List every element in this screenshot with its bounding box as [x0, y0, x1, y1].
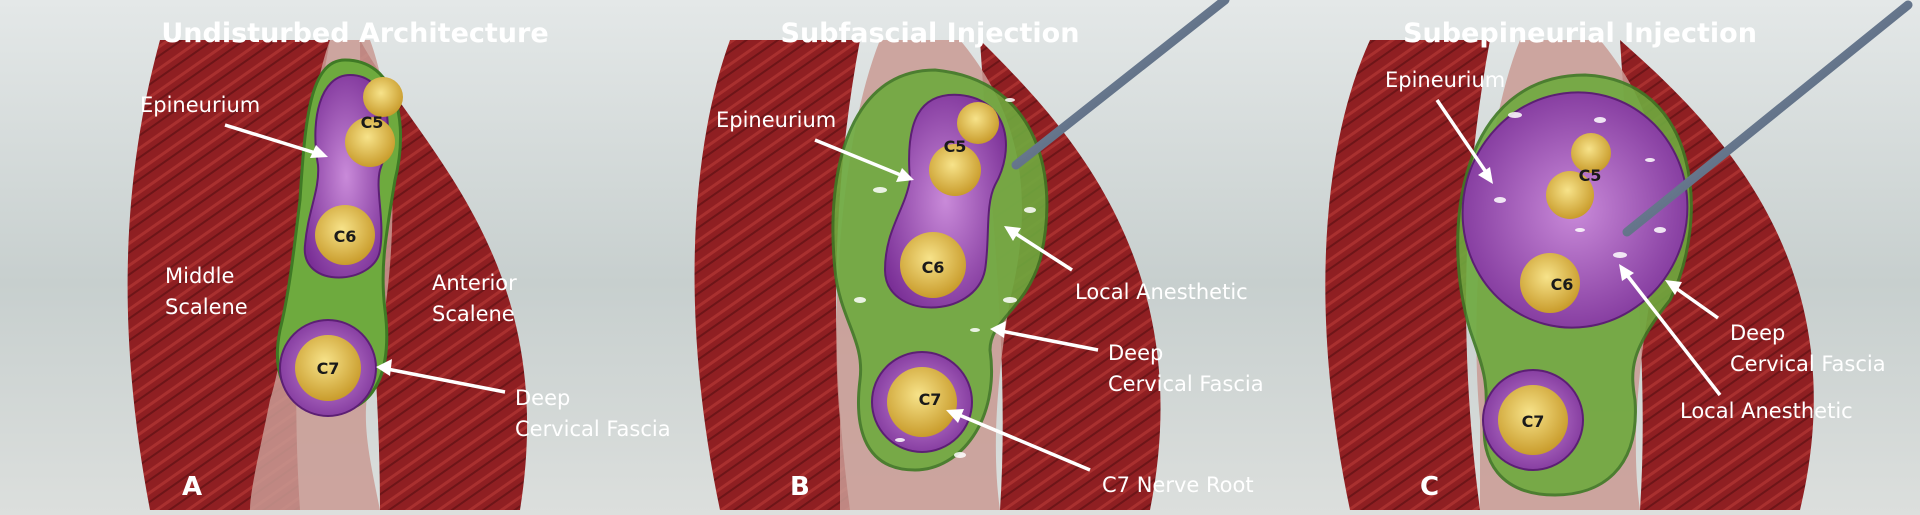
middle-scalene-label-1: Middle	[165, 264, 234, 288]
c5-label-c: C5	[1579, 166, 1602, 185]
c7-root-label-b: C7 Nerve Root	[1102, 473, 1254, 497]
c6-label-b: C6	[922, 258, 945, 277]
c7-label-b: C7	[919, 390, 942, 409]
deep-fascia-label-b1: Deep	[1108, 341, 1163, 365]
panel-letter-a: A	[182, 472, 202, 502]
c5-label-a: C5	[361, 113, 384, 132]
deep-fascia-label-b2: Cervical Fascia	[1108, 372, 1264, 396]
deep-fascia-label-a1: Deep	[515, 386, 570, 410]
panel-letter-c: C	[1420, 472, 1439, 502]
c5-core-a	[363, 77, 403, 117]
local-anesthetic-label-c: Local Anesthetic	[1680, 399, 1853, 423]
c6-label-c: C6	[1551, 275, 1574, 294]
c5-label-b: C5	[944, 137, 967, 156]
anterior-scalene-label-2: Scalene	[432, 302, 515, 326]
c7-label-a: C7	[317, 359, 340, 378]
panel-letter-b: B	[790, 472, 810, 502]
epineurium-label-b: Epineurium	[716, 108, 836, 132]
c6-label-a: C6	[334, 227, 357, 246]
panel-title-c: Subepineurial Injection	[1403, 18, 1757, 49]
deep-fascia-label-a2: Cervical Fascia	[515, 417, 671, 441]
panel-title-b: Subfascial Injection	[781, 18, 1080, 49]
local-anesthetic-label-b: Local Anesthetic	[1075, 280, 1248, 304]
anterior-scalene-label-1: Anterior	[432, 271, 517, 295]
c7-label-c: C7	[1522, 412, 1545, 431]
middle-scalene-label-2: Scalene	[165, 295, 248, 319]
deep-fascia-label-c2: Cervical Fascia	[1730, 352, 1886, 376]
panel-title-a: Undisturbed Architecture	[161, 18, 548, 49]
epineurium-label-a: Epineurium	[140, 93, 260, 117]
deep-fascia-label-c1: Deep	[1730, 321, 1785, 345]
epineurium-label-c: Epineurium	[1385, 68, 1505, 92]
